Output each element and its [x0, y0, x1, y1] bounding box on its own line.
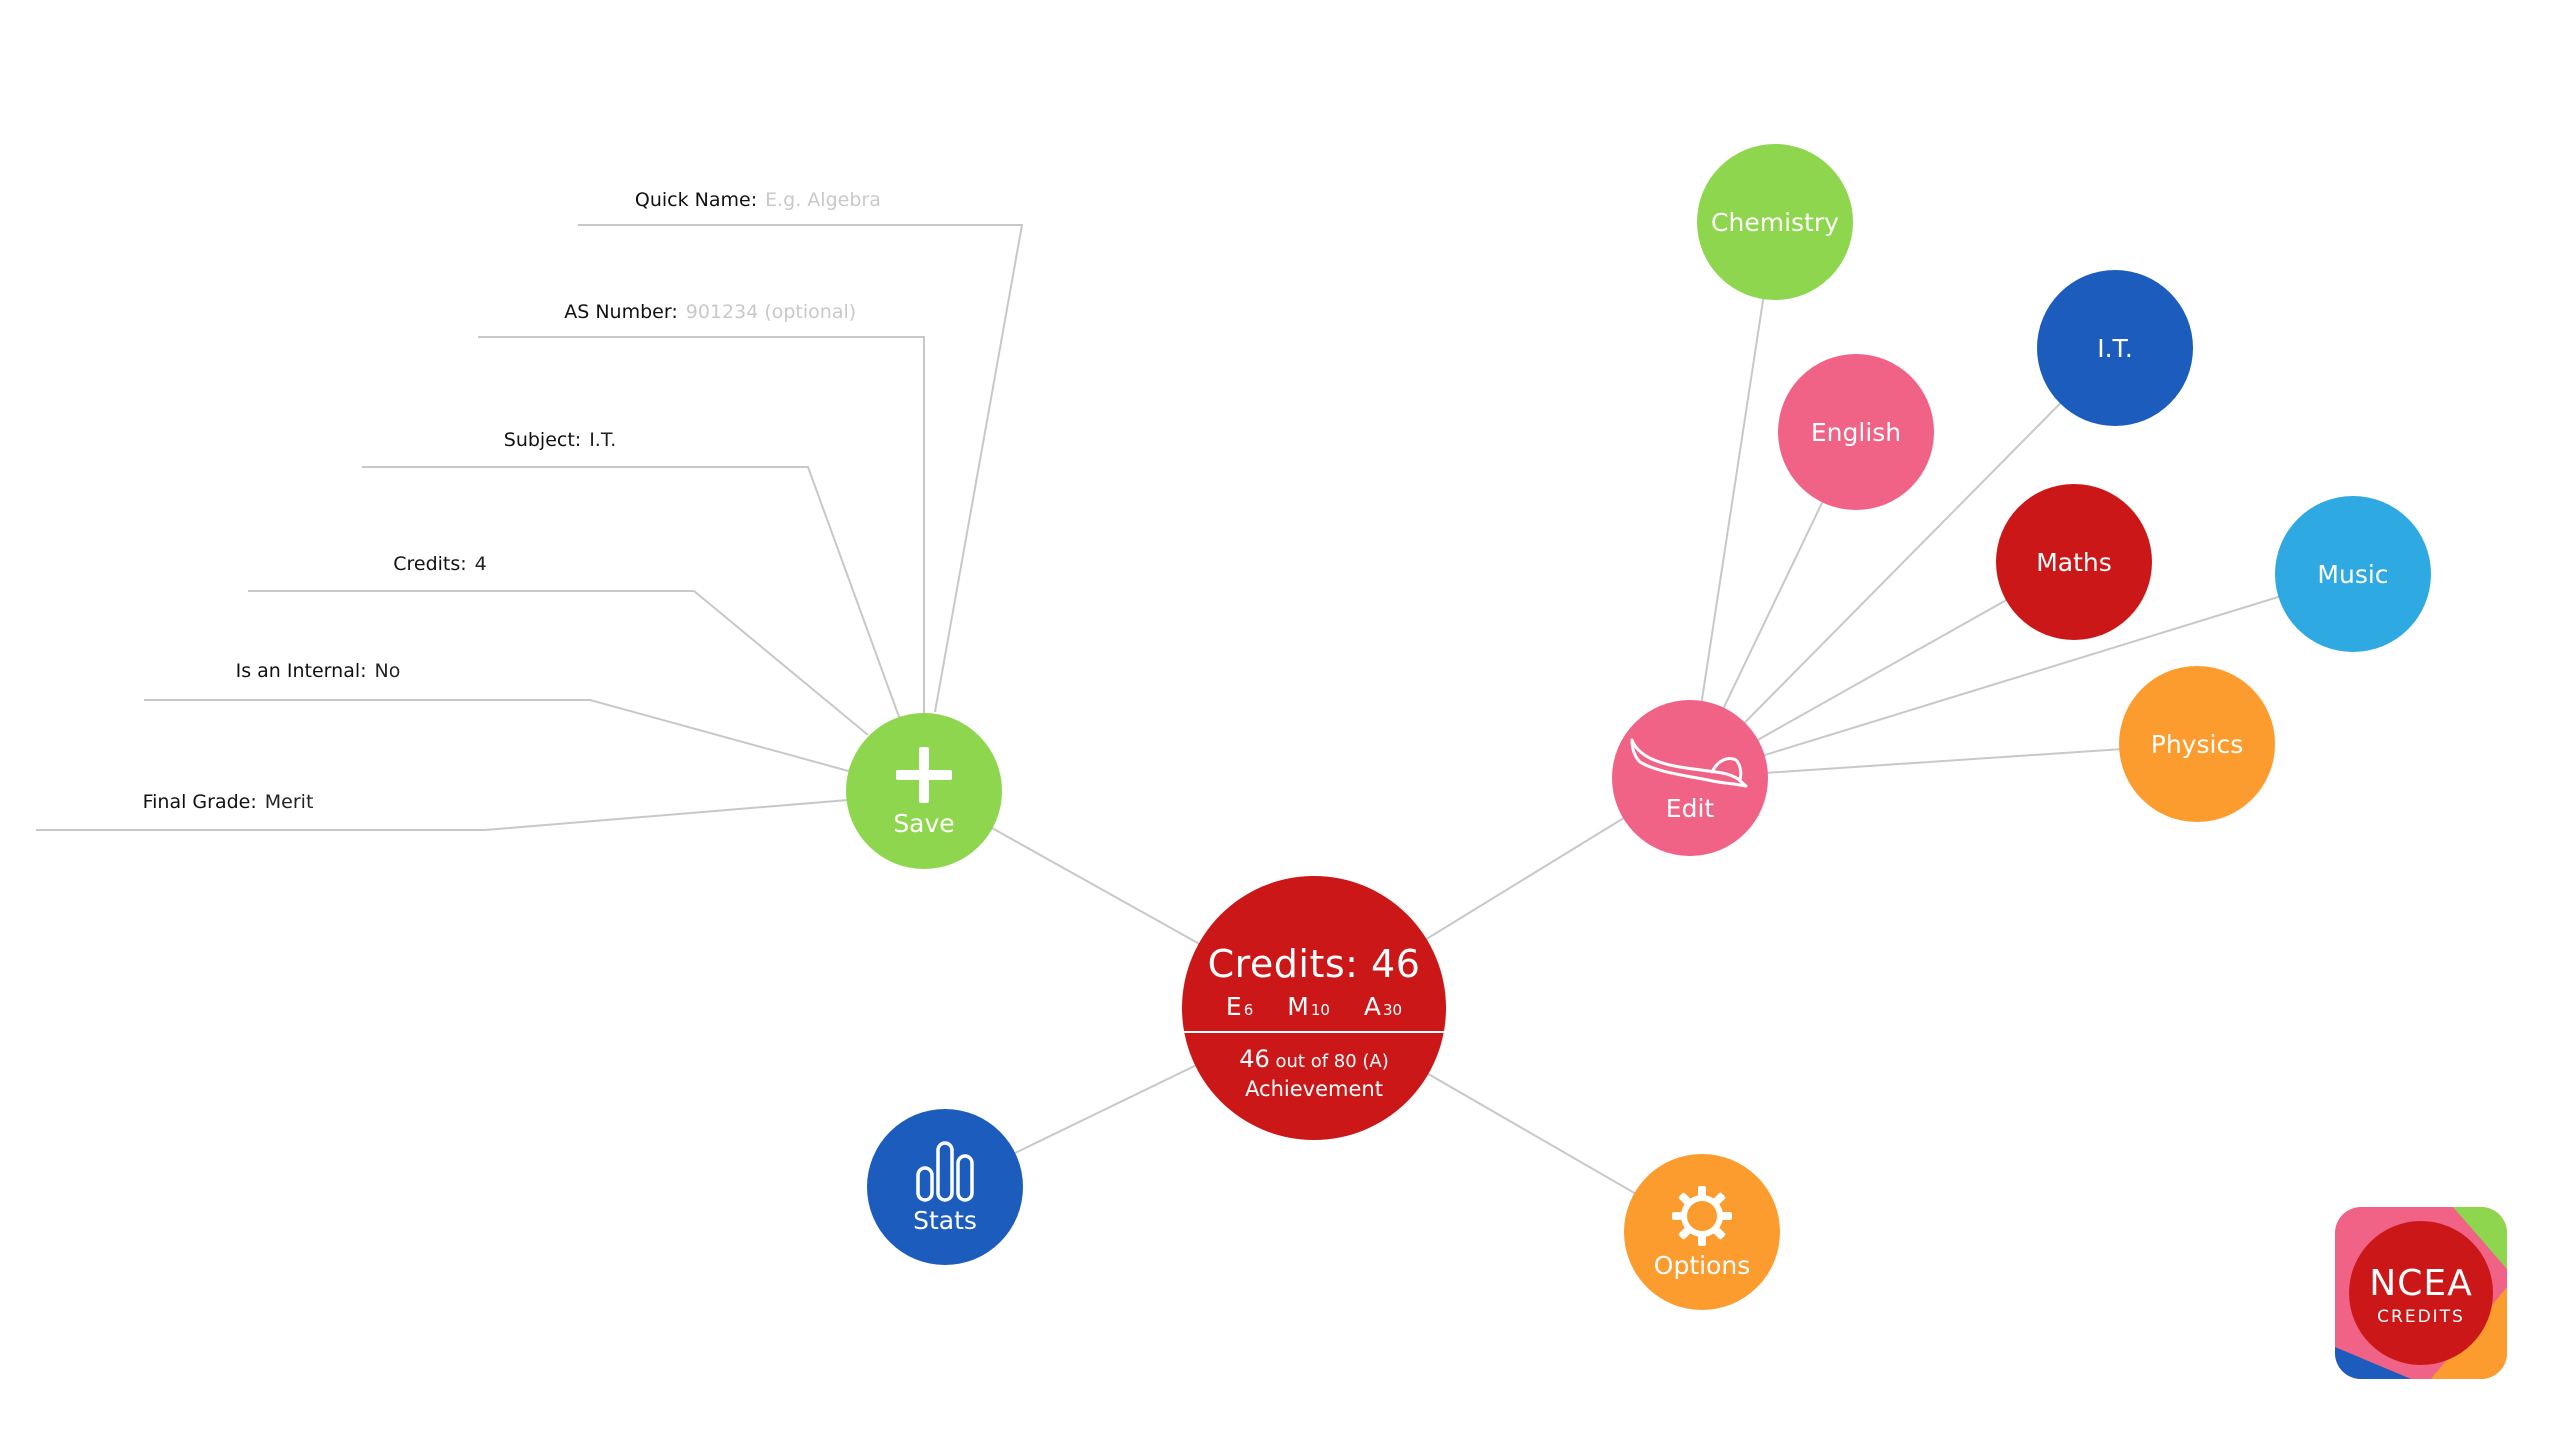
endorsement-level: Achievement [1245, 1077, 1383, 1101]
options-button[interactable]: Options [1624, 1154, 1780, 1310]
is-internal-leader [144, 699, 853, 773]
edit-button[interactable]: Edit [1612, 700, 1768, 856]
stats-label: Stats [913, 1205, 977, 1235]
save-label: Save [893, 808, 955, 838]
plus-icon [896, 746, 952, 803]
subject-english[interactable]: English [1778, 354, 1934, 510]
subject-value[interactable]: I.T. [589, 429, 617, 451]
is-internal-label: Is an Internal: [235, 660, 367, 682]
edit-to-it [1689, 347, 2116, 779]
subject-physics[interactable]: Physics [2119, 666, 2275, 822]
final-grade-value[interactable]: Merit [264, 791, 314, 813]
subject-leader [362, 466, 903, 726]
quick-name-leader [578, 224, 1024, 713]
as-number-input[interactable] [685, 301, 876, 323]
final-grade-leader [36, 799, 849, 831]
final-grade-field[interactable]: Final Grade: Merit [143, 791, 314, 813]
is-internal-value[interactable]: No [374, 660, 401, 682]
logo-subtitle: CREDITS [2377, 1307, 2465, 1327]
credits-total: Credits: 46 [1207, 942, 1421, 986]
ncea-credits-logo: NCEA CREDITS [2335, 1207, 2507, 1379]
subject-field[interactable]: Subject: I.T. [504, 429, 616, 451]
as-number-leader [478, 336, 925, 722]
quick-name-label: Quick Name: [634, 189, 758, 211]
logo-background [2335, 1207, 2507, 1379]
edit-to-chemistry [1689, 221, 1776, 779]
options-label: Options [1653, 1250, 1751, 1280]
summary-divider [1182, 1031, 1446, 1033]
credits-progress: 46 out of 80 (A) [1239, 1045, 1389, 1073]
as-number-field: AS Number: [564, 301, 876, 323]
subject-label: Subject: [503, 429, 582, 451]
subject-music[interactable]: Music [2275, 496, 2431, 652]
quick-name-input[interactable] [765, 189, 956, 211]
bar-chart-icon [916, 1140, 974, 1202]
credits-leader [248, 590, 869, 736]
quick-name-field: Quick Name: [634, 189, 956, 211]
is-internal-field[interactable]: Is an Internal: No [236, 660, 401, 682]
edit-label: Edit [1665, 793, 1715, 823]
gear-icon [1672, 1185, 1732, 1246]
subject-it[interactable]: I.T. [2037, 270, 2193, 426]
subject-chemistry[interactable]: Chemistry [1697, 144, 1853, 300]
subject-maths[interactable]: Maths [1996, 484, 2152, 640]
logo-title: NCEA [2369, 1263, 2473, 1304]
credits-value[interactable]: 4 [474, 553, 487, 575]
credits-field[interactable]: Credits: 4 [393, 553, 487, 575]
edit-to-physics [1689, 743, 2198, 779]
final-grade-label: Final Grade: [142, 791, 257, 813]
credits-label: Credits: [393, 553, 467, 575]
as-number-label: AS Number: [564, 301, 678, 323]
save-button[interactable]: Save [846, 713, 1002, 869]
quill-pen-icon [1630, 738, 1748, 787]
edit-to-music [1689, 573, 2354, 779]
stats-button[interactable]: Stats [867, 1109, 1023, 1265]
